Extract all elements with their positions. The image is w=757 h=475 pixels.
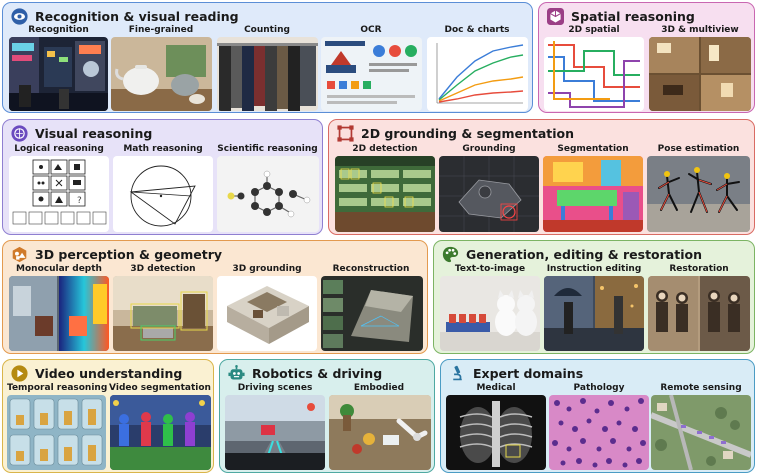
image-pathology — [549, 395, 649, 470]
panel-visual-reasoning: Visual reasoning Logical reasoning Math … — [2, 119, 323, 235]
item-label-3d-multiview: 3D & multiview — [661, 25, 739, 35]
item-label-2d-detection: 2D detection — [352, 144, 418, 154]
panel-title-text: Generation, editing & restoration — [466, 246, 702, 262]
panel-title-text: Visual reasoning — [35, 125, 153, 141]
palette-icon — [442, 246, 459, 262]
image-3d-multiview — [649, 37, 751, 111]
panel-generation: Generation, editing & restoration Text-t… — [433, 240, 755, 354]
image-embodied — [329, 395, 431, 470]
item-label-driving-scenes: Driving scenes — [237, 383, 313, 393]
robot-icon — [228, 364, 245, 379]
image-monocular-depth — [9, 276, 109, 351]
image-2d-spatial — [544, 37, 644, 111]
item-label-monocular-depth: Monocular depth — [16, 264, 102, 274]
panel-grounding-title: 2D grounding & segmentation — [337, 124, 574, 142]
item-label-medical: Medical — [476, 383, 516, 393]
item-label-pose-estimation: Pose estimation — [657, 144, 740, 154]
item-label-temporal-reasoning: Temporal reasoning — [7, 383, 108, 393]
image-math-reasoning — [113, 156, 213, 232]
bounding-box-icon — [337, 124, 354, 142]
panel-title-text: 2D grounding & segmentation — [361, 125, 575, 141]
brain-icon — [11, 124, 28, 142]
item-label-grounding: Grounding — [462, 144, 516, 154]
panel-expert: Expert domains Medical Pathology Remote … — [440, 359, 755, 473]
image-restoration — [648, 276, 750, 351]
item-label-segmentation: Segmentation — [557, 144, 629, 154]
image-instruction-editing — [544, 276, 644, 351]
panel-grounding: 2D grounding & segmentation 2D detection… — [328, 119, 755, 235]
item-label-scientific-reasoning: Scientific reasoning — [217, 144, 318, 154]
image-logical-reasoning: ? — [9, 156, 109, 232]
item-label-embodied: Embodied — [353, 383, 405, 393]
item-label-remote-sensing: Remote sensing — [660, 383, 742, 393]
image-counting — [217, 37, 318, 111]
item-label-restoration: Restoration — [669, 264, 729, 274]
play-icon — [11, 364, 28, 382]
image-scientific-reasoning — [217, 156, 319, 232]
image-3d-grounding — [217, 276, 317, 351]
item-label-ocr: OCR — [360, 25, 382, 35]
image-video-segmentation — [110, 395, 211, 470]
panel-robotics: Robotics & driving Driving scenes Embodi… — [219, 359, 435, 473]
panel-title-text: Video understanding — [35, 365, 183, 381]
panel-visual-reasoning-title: Visual reasoning — [11, 124, 152, 142]
panel-3d-perception-title: 3D perception & geometry — [11, 245, 222, 263]
panel-generation-title: Generation, editing & restoration — [442, 245, 702, 263]
panel-spatial-title: Spatial reasoning — [547, 7, 695, 25]
image-2d-detection — [335, 156, 435, 232]
image-fine-grained — [111, 37, 212, 111]
image-temporal-reasoning — [7, 395, 106, 470]
item-label-doc-charts: Doc & charts — [444, 25, 510, 35]
panel-video-title: Video understanding — [11, 364, 182, 382]
panel-title-text: Recognition & visual reading — [35, 8, 239, 24]
image-recognition — [9, 37, 108, 111]
item-label-2d-spatial: 2D spatial — [568, 25, 620, 35]
panel-title-text: Spatial reasoning — [571, 8, 695, 24]
panel-title-text: 3D perception & geometry — [35, 246, 223, 262]
eye-icon — [11, 7, 28, 25]
cube-icon — [547, 7, 564, 25]
panel-title-text: Expert domains — [473, 365, 584, 381]
item-label-video-segmentation: Video segmentation — [109, 383, 211, 393]
image-grounding — [439, 156, 539, 232]
item-label-pathology: Pathology — [573, 383, 625, 393]
microscope-icon — [453, 365, 462, 380]
image-ocr — [321, 37, 422, 111]
panel-expert-title: Expert domains — [449, 364, 583, 382]
image-medical — [446, 395, 546, 470]
panel-recognition: Recognition & visual reading Recognition… — [2, 2, 533, 113]
image-reconstruction — [321, 276, 423, 351]
item-label-math-reasoning: Math reasoning — [123, 144, 203, 154]
item-label-counting: Counting — [244, 25, 290, 35]
panel-title-text: Robotics & driving — [252, 365, 383, 381]
svg-text:?: ? — [77, 196, 82, 206]
panel-robotics-title: Robotics & driving — [228, 364, 382, 382]
image-pose-estimation — [647, 156, 750, 232]
panel-3d-perception: 3D perception & geometry Monocular depth… — [2, 240, 428, 354]
item-label-recognition: Recognition — [28, 25, 89, 35]
image-driving-scenes — [225, 395, 325, 470]
panel-video: Video understanding Temporal reasoning V… — [2, 359, 214, 473]
item-label-fine-grained: Fine-grained — [128, 25, 194, 35]
item-label-text-to-image: Text-to-image — [454, 264, 526, 274]
item-label-3d-detection: 3D detection — [130, 264, 196, 274]
item-label-logical-reasoning: Logical reasoning — [14, 144, 104, 154]
image-remote-sensing — [651, 395, 751, 470]
panel-spatial: Spatial reasoning 2D spatial 3D & multiv… — [538, 2, 755, 113]
panel-recognition-title: Recognition & visual reading — [11, 7, 239, 25]
shapes-icon — [12, 246, 27, 262]
image-3d-detection — [113, 276, 213, 351]
item-label-instruction-editing: Instruction editing — [546, 264, 642, 274]
item-label-reconstruction: Reconstruction — [332, 264, 410, 274]
image-segmentation — [543, 156, 643, 232]
image-doc-charts — [427, 37, 528, 111]
item-label-3d-grounding: 3D grounding — [232, 264, 302, 274]
image-text-to-image — [440, 276, 540, 351]
